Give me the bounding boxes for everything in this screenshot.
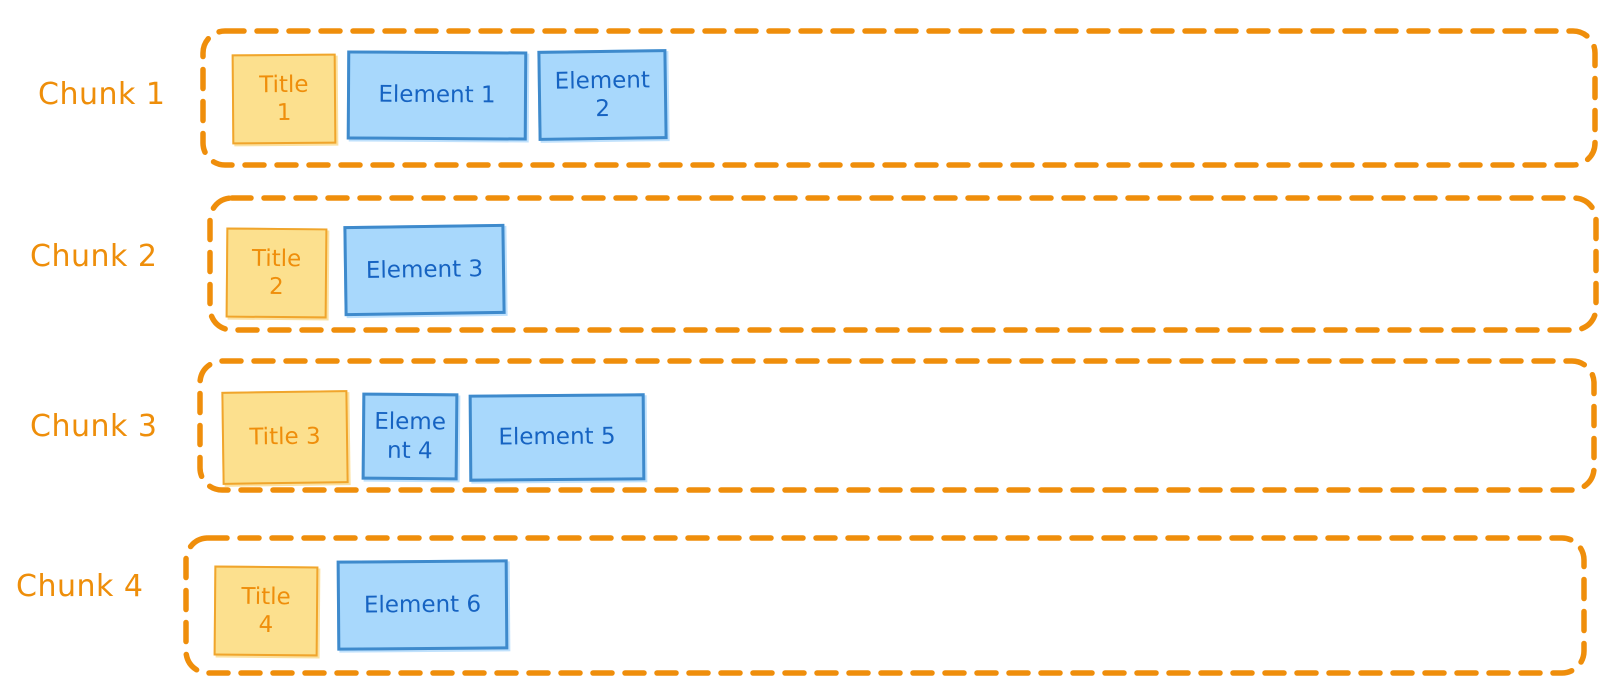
- element-card-text: Element 5: [476, 423, 638, 452]
- element-card-text: Element 3: [351, 255, 498, 285]
- element-card-text: Eleme nt 4: [369, 408, 451, 465]
- chunk-label-3: Chunk 3: [30, 409, 158, 444]
- chunk-label-4: Chunk 4: [16, 569, 144, 604]
- element-line-1: Element 6: [363, 591, 482, 619]
- title-line-2: 4: [258, 611, 274, 639]
- element-card-3-1[interactable]: Eleme nt 4: [361, 392, 459, 481]
- element-card-text: Element 1: [354, 81, 520, 110]
- title-card-3-1[interactable]: Title 3: [221, 390, 349, 485]
- title-line-2: 1: [276, 99, 292, 127]
- element-line-1: Eleme: [374, 409, 447, 436]
- chunk-label-1: Chunk 1: [38, 77, 166, 112]
- element-line-2: 2: [595, 95, 611, 123]
- title-card-text: Title 2: [232, 245, 321, 302]
- title-card-2-1[interactable]: Title 2: [225, 227, 328, 319]
- element-card-3-2[interactable]: Element 5: [468, 393, 646, 482]
- title-card-1-1[interactable]: Title 1: [231, 53, 337, 145]
- element-card-4-1[interactable]: Element 6: [336, 559, 509, 651]
- element-line-1: Element 3: [365, 256, 484, 284]
- title-card-text: Title 1: [238, 71, 330, 128]
- element-card-text: Element 2: [545, 66, 661, 124]
- element-line-1: Element 1: [378, 82, 496, 109]
- title-card-text: Title 4: [220, 583, 312, 640]
- element-card-text: Element 6: [344, 590, 501, 619]
- title-line-1: Title: [251, 245, 302, 273]
- element-line-1: Element: [554, 67, 651, 95]
- title-card-text: Title 3: [228, 423, 342, 453]
- element-card-1-1[interactable]: Element 1: [346, 50, 528, 141]
- title-line-1: Title: [241, 583, 291, 611]
- element-line-1: Element 5: [498, 424, 616, 451]
- element-card-2-1[interactable]: Element 3: [343, 223, 506, 317]
- title-card-4-1[interactable]: Title 4: [213, 565, 319, 657]
- title-line-1: Title 3: [249, 423, 321, 451]
- title-line-2: 2: [268, 273, 284, 301]
- element-card-1-2[interactable]: Element 2: [537, 49, 668, 141]
- chunk-label-2: Chunk 2: [30, 239, 158, 274]
- title-line-1: Title: [259, 71, 309, 99]
- element-line-2: nt 4: [386, 437, 433, 464]
